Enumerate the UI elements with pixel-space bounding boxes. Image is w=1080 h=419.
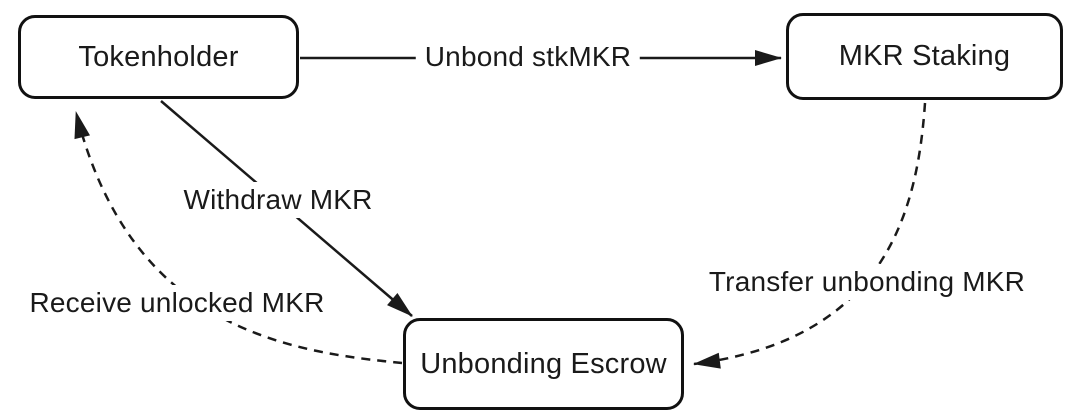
arrow-receive-unlocked-mkr (74, 111, 403, 365)
edge-label-transfer-unbonding-mkr: Transfer unbonding MKR (699, 264, 1035, 300)
edge-label-receive-unlocked-mkr: Receive unlocked MKR (20, 285, 334, 321)
arrow-transfer-unbonding-mkr (693, 102, 927, 369)
node-unbonding-escrow-label: Unbonding Escrow (420, 347, 667, 380)
node-mkr-staking-label: MKR Staking (838, 40, 1011, 72)
node-tokenholder: Tokenholder (18, 15, 299, 99)
edge-label-withdraw-mkr: Withdraw MKR (174, 182, 382, 218)
node-tokenholder-label: Tokenholder (78, 40, 239, 73)
edge-label-unbond-stkmkr: Unbond stkMKR (415, 39, 641, 75)
node-mkr-staking: MKR Staking (786, 13, 1063, 100)
node-unbonding-escrow: Unbonding Escrow (403, 318, 684, 410)
